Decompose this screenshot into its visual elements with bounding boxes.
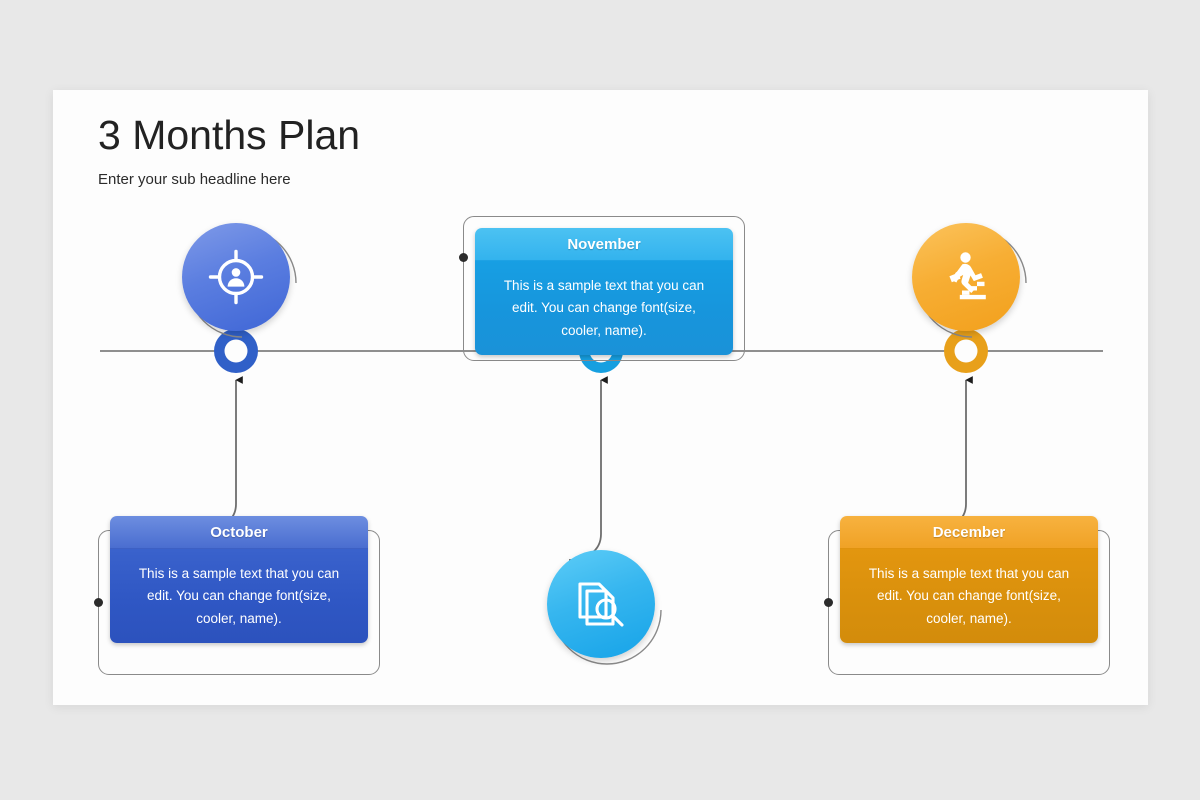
icon-bubble-document-search[interactable] xyxy=(547,550,667,670)
connector-december-card xyxy=(932,376,973,531)
career-growth-icon xyxy=(912,223,1020,331)
card-description-december: This is a sample text that you can edit.… xyxy=(840,549,1098,643)
card-anchor-dot xyxy=(824,598,833,607)
target-audience-icon xyxy=(182,223,290,331)
card-surface-december: December This is a sample text that you … xyxy=(840,516,1098,643)
connector-october-card xyxy=(202,376,243,531)
card-surface-october: October This is a sample text that you c… xyxy=(110,516,368,643)
card-surface-november: November This is a sample text that you … xyxy=(475,228,733,355)
page-title: 3 Months Plan xyxy=(98,112,361,158)
card-anchor-dot xyxy=(459,253,468,262)
document-search-icon xyxy=(547,550,655,658)
icon-bubble-career-growth[interactable] xyxy=(912,223,1032,343)
heading-block: 3 Months Plan Enter your sub headline he… xyxy=(98,112,360,188)
card-description-october: This is a sample text that you can edit.… xyxy=(110,549,368,643)
slide-canvas: 3 Months Plan Enter your sub headline he… xyxy=(53,90,1148,705)
page-subtitle: Enter your sub headline here xyxy=(98,171,291,189)
icon-bubble-target-audience[interactable] xyxy=(182,223,302,343)
connector-november-icon xyxy=(568,376,608,561)
card-outline-frame xyxy=(463,216,745,361)
card-month-november: November xyxy=(475,228,733,261)
card-month-october: October xyxy=(110,516,368,549)
card-anchor-dot xyxy=(94,598,103,607)
card-description-november: This is a sample text that you can edit.… xyxy=(475,261,733,355)
card-month-december: December xyxy=(840,516,1098,549)
